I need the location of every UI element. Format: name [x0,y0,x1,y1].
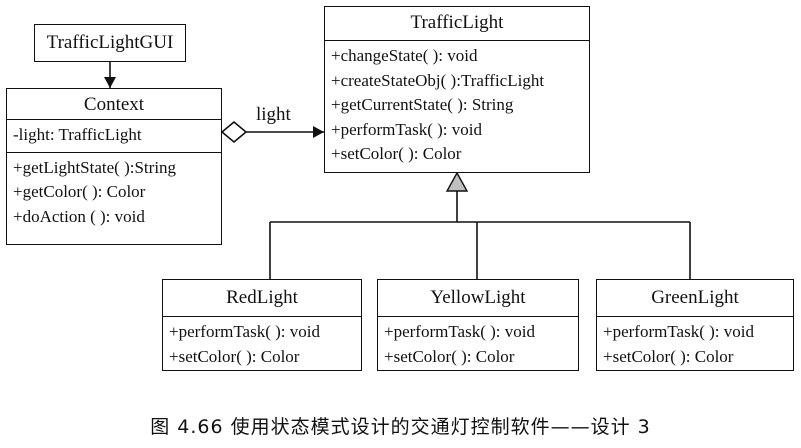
methods-section: +changeState( ): void +createStateObj( )… [325,40,589,171]
method: +getLightState( ):String [13,157,177,177]
figure-caption: 图 4.66 使用状态模式设计的交通灯控制软件——设计 3 [150,416,651,438]
class-context: Context -light: TrafficLight +getLightSt… [6,88,222,245]
method: +setColor( ): Color [331,144,462,163]
method: +getColor( ): Color [13,182,146,201]
method: +changeState( ): void [331,46,478,65]
class-name: GreenLight [651,287,739,308]
class-redlight: RedLight +performTask( ): void +setColor… [162,279,362,371]
method: +doAction ( ): void [13,206,145,226]
methods-section: +performTask( ): void +setColor( ): Colo… [163,316,361,373]
method: +createStateObj( ):TrafficLight [331,70,545,90]
class-trafficlight: TrafficLight +changeState( ): void +crea… [324,6,590,173]
methods-section: +performTask( ): void +setColor( ): Colo… [378,316,578,373]
method: +setColor( ): Color [169,346,300,366]
class-name: YellowLight [430,287,526,308]
class-greenlight: GreenLight +performTask( ): void +setCol… [596,279,794,371]
method: +performTask( ): void [603,322,754,341]
method: +performTask( ): void [331,119,482,139]
class-name: RedLight [226,287,298,308]
aggregation-label: light [256,104,291,125]
methods-section: +performTask( ): void +setColor( ): Colo… [597,316,793,373]
attribute: -light: TrafficLight [13,125,142,144]
class-name: TrafficLight [410,12,504,33]
method: +setColor( ): Color [384,346,515,366]
class-yellowlight: YellowLight +performTask( ): void +setCo… [377,279,579,371]
methods-section: +getLightState( ):String +getColor( ): C… [7,151,221,234]
class-name: TrafficLightGUI [46,32,174,53]
method: +setColor( ): Color [603,346,734,366]
class-name: Context [83,94,145,115]
method: +getCurrentState( ): String [331,95,514,114]
method: +performTask( ): void [384,322,535,341]
aggregation-diamond [220,120,248,144]
generalization-triangle [445,171,469,192]
class-trafficlightgui: TrafficLightGUI [34,24,186,62]
attributes-section: -light: TrafficLight [7,119,221,152]
method: +performTask( ): void [169,322,320,341]
